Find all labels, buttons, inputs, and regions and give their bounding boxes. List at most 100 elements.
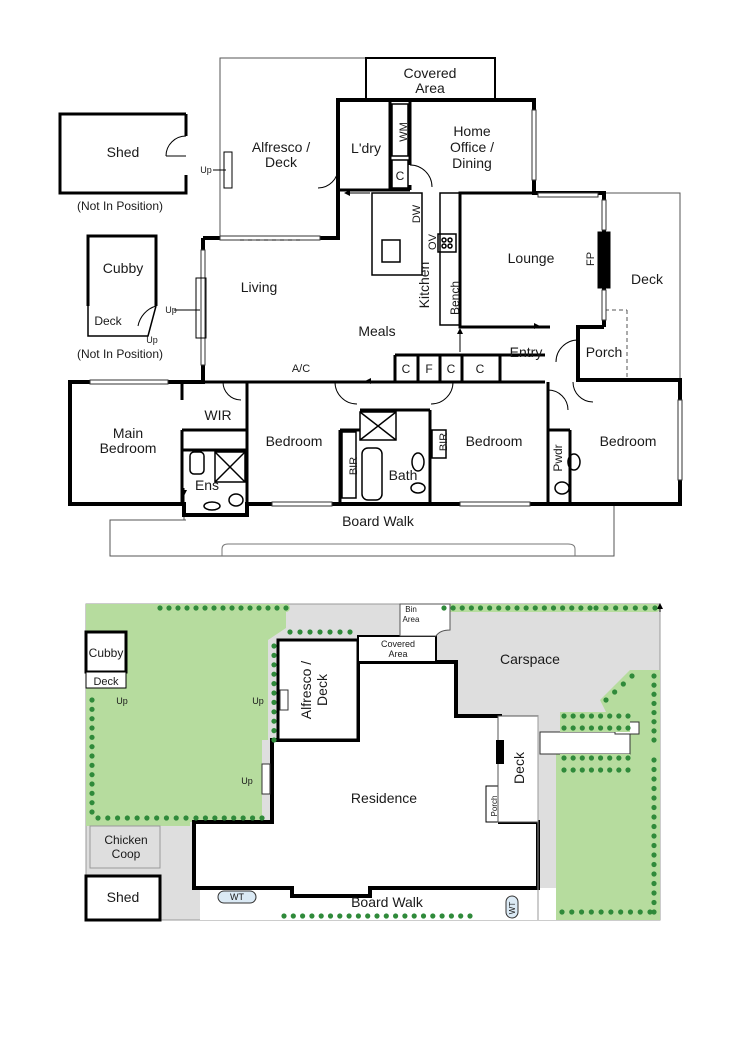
hedge-dot — [383, 913, 389, 919]
arrow-heads — [181, 190, 540, 496]
entry-arrows — [174, 169, 540, 505]
hedge-dot — [231, 815, 237, 821]
hedge-dot — [607, 755, 613, 761]
water-tank-2 — [505, 895, 519, 919]
cupboard-label-2: C — [402, 362, 411, 376]
hedge-dot — [651, 880, 657, 887]
bir-label: BIR — [348, 457, 360, 475]
hedge-dot — [651, 842, 657, 849]
hedge-dot — [271, 699, 277, 706]
hedge-dot — [588, 909, 594, 915]
hedge-dot — [607, 713, 613, 719]
hedge-dot — [271, 709, 277, 715]
hedge-dot — [89, 753, 95, 759]
site-up-label-2: Up — [252, 696, 264, 706]
hedge-dot — [496, 605, 502, 611]
chicken-coop-label-2: Coop — [112, 847, 141, 861]
bin-area — [399, 603, 451, 637]
site-alfresco — [276, 638, 360, 742]
hedge-dot — [597, 755, 604, 761]
hedge-dot — [297, 629, 303, 635]
hedge-dot — [477, 605, 484, 611]
hedge-dot — [265, 605, 271, 611]
hedge-dot — [588, 713, 595, 719]
hedge-dot — [625, 725, 631, 731]
hedge-dot — [89, 734, 95, 740]
hedge-dot — [651, 737, 657, 743]
hedge-dot — [560, 605, 566, 611]
bathroom-fittings — [189, 411, 581, 511]
hedge-dot — [561, 725, 567, 731]
bir-label-2: BIR — [438, 433, 450, 451]
hedge-dot — [271, 718, 277, 724]
site-covered-area — [357, 635, 437, 663]
hedge-dot — [578, 909, 585, 915]
hedge-dot — [271, 681, 277, 687]
hedge-dot — [271, 737, 277, 743]
hedge-dot — [651, 804, 657, 811]
hedge-dot — [637, 909, 643, 915]
hedge-dot — [365, 913, 371, 919]
site-board-walk-label: Board Walk — [351, 894, 424, 910]
hedge-dot — [651, 871, 657, 877]
hedge-dot — [632, 605, 638, 611]
hedge-dot — [651, 814, 657, 820]
hedge-dot — [271, 690, 277, 696]
fridge-label: F — [425, 362, 432, 376]
entry-label: Entry — [510, 344, 543, 360]
hedge-dot — [603, 605, 609, 611]
hedge-dot — [184, 605, 190, 611]
door-swings — [222, 164, 594, 411]
bath-label: Bath — [389, 467, 418, 483]
hedge-dot — [89, 772, 95, 778]
hedge-dot — [175, 605, 181, 611]
hedge-dot — [487, 605, 493, 611]
dishwasher-label: DW — [411, 204, 423, 223]
hedge-dot — [402, 913, 408, 919]
hedge-dot — [124, 815, 130, 821]
windows — [89, 109, 683, 507]
not-in-position-label: (Not In Position) — [77, 199, 163, 213]
hedge-dot — [570, 725, 576, 731]
hedge-dot — [393, 913, 399, 919]
floor-plan-labels: Covered Area Shed (Not In Position) Alfr… — [77, 65, 664, 529]
hedge-dot — [625, 755, 631, 761]
hedge-dot — [290, 913, 296, 919]
main-bedroom-label-2: Bedroom — [100, 440, 157, 456]
hedge-dot — [652, 605, 658, 611]
bedroom-label-2: Bedroom — [466, 433, 523, 449]
hedge-dot — [593, 605, 599, 611]
hedge-dots — [89, 605, 658, 919]
hedge-dot — [587, 605, 593, 611]
bedroom-label-3: Bedroom — [600, 433, 657, 449]
chicken-coop — [89, 825, 161, 869]
hedge-dot — [598, 909, 604, 915]
hedge-dot — [622, 605, 629, 611]
site-plan-labels: Bin Area Covered Area Carspace Cubby Dec… — [89, 605, 561, 914]
site-porch-label: Porch — [490, 796, 499, 817]
home-office-label: Home — [453, 123, 491, 139]
hedge-dot — [287, 629, 293, 635]
hedge-dot — [569, 909, 575, 915]
hedge-dot — [651, 909, 657, 915]
hedge-dot — [193, 605, 199, 611]
hedge-dot — [651, 700, 657, 707]
hedge-dot — [523, 605, 529, 611]
hedge-dot — [211, 605, 217, 611]
living-label: Living — [241, 279, 278, 295]
hedge-dot — [550, 605, 557, 611]
hedge-dot — [532, 605, 538, 611]
hedge-dot — [271, 643, 277, 649]
shed-outline — [58, 112, 188, 195]
hedge-dot — [514, 605, 520, 611]
hedge-dot — [651, 861, 657, 868]
hedge-dot — [89, 790, 95, 796]
hedge-dot — [154, 815, 160, 821]
hedge-dot — [651, 757, 657, 763]
hedge-dot — [579, 755, 585, 761]
hedge-dot — [307, 629, 313, 635]
hedge-dot — [607, 767, 613, 773]
hedge-dot — [570, 755, 576, 761]
hedge-dot — [166, 605, 172, 611]
hedge-dot — [337, 629, 343, 635]
